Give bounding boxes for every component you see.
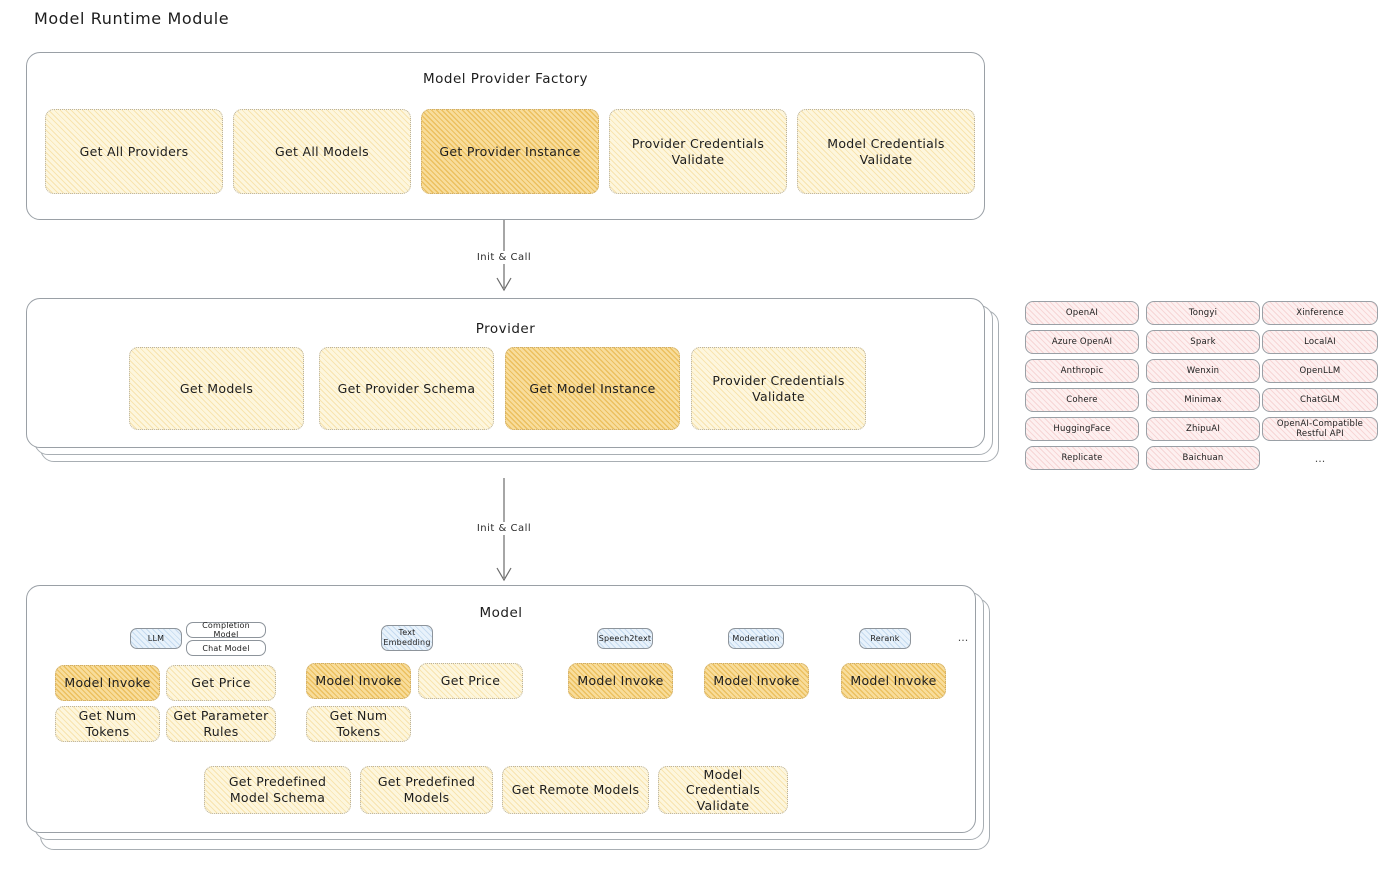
model-type-chip-moderation[interactable]: Moderation bbox=[728, 628, 784, 649]
page-title: Model Runtime Module bbox=[34, 9, 230, 28]
model-type-chip-text-embedding[interactable]: Text Embedding bbox=[381, 625, 433, 651]
model-shared-box-get-remote-models[interactable]: Get Remote Models bbox=[502, 766, 649, 814]
provider-chip-localai[interactable]: LocalAI bbox=[1262, 330, 1378, 354]
provider-chip-zhipuai[interactable]: ZhipuAI bbox=[1146, 417, 1260, 441]
factory-box-get-all-models[interactable]: Get All Models bbox=[233, 109, 411, 194]
provider-chip-openllm[interactable]: OpenLLM bbox=[1262, 359, 1378, 383]
provider-box-get-models[interactable]: Get Models bbox=[129, 347, 304, 430]
provider-chip-huggingface[interactable]: HuggingFace bbox=[1025, 417, 1139, 441]
panel-title-model: Model bbox=[479, 605, 523, 621]
provider-chip-minimax[interactable]: Minimax bbox=[1146, 388, 1260, 412]
provider-chip-spark[interactable]: Spark bbox=[1146, 330, 1260, 354]
provider-box-provider-credentials-validate[interactable]: Provider Credentials Validate bbox=[691, 347, 866, 430]
provider-chip-openai[interactable]: OpenAI bbox=[1025, 301, 1139, 325]
factory-box-get-provider-instance[interactable]: Get Provider Instance bbox=[421, 109, 599, 194]
model-text-embedding-box-get-num-tokens[interactable]: Get Num Tokens bbox=[306, 706, 411, 742]
connector-label-init-call-2: Init & Call bbox=[466, 522, 542, 535]
factory-box-get-all-providers[interactable]: Get All Providers bbox=[45, 109, 223, 194]
model-llm-box-model-invoke[interactable]: Model Invoke bbox=[55, 665, 160, 701]
model-type-more: ... bbox=[957, 631, 969, 644]
model-text-embedding-box-model-invoke[interactable]: Model Invoke bbox=[306, 663, 411, 699]
model-rerank-box-model-invoke[interactable]: Model Invoke bbox=[841, 663, 946, 699]
model-llm-box-get-num-tokens[interactable]: Get Num Tokens bbox=[55, 706, 160, 742]
provider-chip-tongyi[interactable]: Tongyi bbox=[1146, 301, 1260, 325]
model-shared-box-model-credentials-validate[interactable]: Model Credentials Validate bbox=[658, 766, 788, 814]
model-llm-box-get-price[interactable]: Get Price bbox=[166, 665, 276, 701]
model-type-chip-llm[interactable]: LLM bbox=[130, 628, 182, 649]
panel-provider: Provider Get Models Get Provider Schema … bbox=[26, 298, 985, 448]
model-shared-box-get-predefined-models[interactable]: Get Predefined Models bbox=[360, 766, 493, 814]
provider-chip-wenxin[interactable]: Wenxin bbox=[1146, 359, 1260, 383]
provider-box-get-model-instance[interactable]: Get Model Instance bbox=[505, 347, 680, 430]
provider-chip-azure-openai[interactable]: Azure OpenAI bbox=[1025, 330, 1139, 354]
provider-chip-openai-compatible-restful-api[interactable]: OpenAI-Compatible Restful API bbox=[1262, 417, 1378, 441]
provider-chip-baichuan[interactable]: Baichuan bbox=[1146, 446, 1260, 470]
provider-chip-chatglm[interactable]: ChatGLM bbox=[1262, 388, 1378, 412]
panel-title-factory: Model Provider Factory bbox=[422, 71, 588, 87]
model-speech2text-box-model-invoke[interactable]: Model Invoke bbox=[568, 663, 673, 699]
model-type-chip-speech2text[interactable]: Speech2text bbox=[597, 628, 653, 649]
provider-chip-replicate[interactable]: Replicate bbox=[1025, 446, 1139, 470]
model-subchip-completion-model[interactable]: Completion Model bbox=[186, 621, 266, 639]
factory-box-provider-credentials-validate[interactable]: Provider Credentials Validate bbox=[609, 109, 787, 194]
panel-title-provider: Provider bbox=[475, 321, 536, 337]
provider-chip-more: ... bbox=[1314, 452, 1326, 465]
provider-chip-anthropic[interactable]: Anthropic bbox=[1025, 359, 1139, 383]
connector-label-init-call-1: Init & Call bbox=[466, 251, 542, 264]
model-text-embedding-box-get-price[interactable]: Get Price bbox=[418, 663, 523, 699]
provider-chip-xinference[interactable]: Xinference bbox=[1262, 301, 1378, 325]
panel-model: Model LLM Completion Model Chat Model Te… bbox=[26, 585, 976, 833]
factory-box-model-credentials-validate[interactable]: Model Credentials Validate bbox=[797, 109, 975, 194]
model-type-chip-rerank[interactable]: Rerank bbox=[859, 628, 911, 649]
provider-box-get-provider-schema[interactable]: Get Provider Schema bbox=[319, 347, 494, 430]
provider-chip-cohere[interactable]: Cohere bbox=[1025, 388, 1139, 412]
model-llm-box-get-parameter-rules[interactable]: Get Parameter Rules bbox=[166, 706, 276, 742]
model-shared-box-get-predefined-model-schema[interactable]: Get Predefined Model Schema bbox=[204, 766, 351, 814]
model-subchip-chat-model[interactable]: Chat Model bbox=[186, 640, 266, 656]
panel-model-provider-factory: Model Provider Factory Get All Providers… bbox=[26, 52, 985, 220]
model-moderation-box-model-invoke[interactable]: Model Invoke bbox=[704, 663, 809, 699]
